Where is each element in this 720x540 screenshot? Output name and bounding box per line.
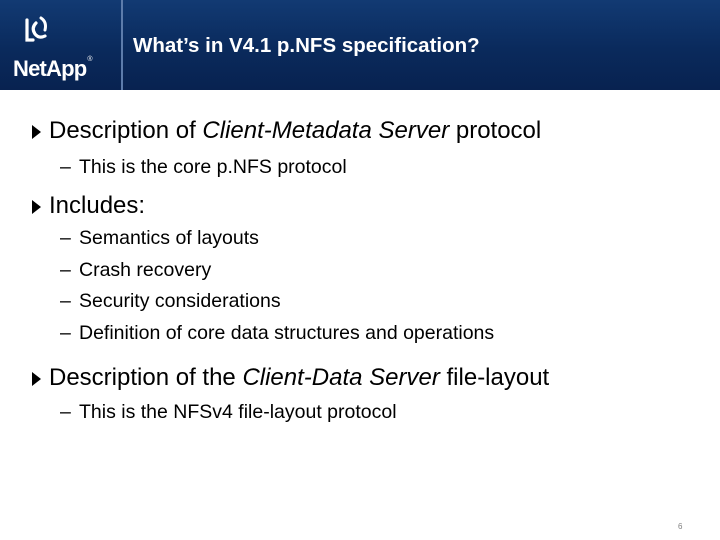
page-number: 6 bbox=[678, 522, 683, 531]
netapp-logo-text: NetApp® bbox=[13, 56, 93, 81]
triangle-bullet-icon bbox=[32, 125, 41, 139]
netapp-logo: NetApp® bbox=[10, 12, 115, 81]
slide-header: NetApp® What’s in V4.1 p.NFS specificati… bbox=[0, 0, 720, 90]
netapp-logo-mark-icon bbox=[25, 16, 47, 42]
header-divider bbox=[121, 0, 123, 90]
slide-title: What’s in V4.1 p.NFS specification? bbox=[133, 34, 480, 57]
triangle-bullet-icon bbox=[32, 372, 41, 386]
triangle-bullet-icon bbox=[32, 200, 41, 214]
